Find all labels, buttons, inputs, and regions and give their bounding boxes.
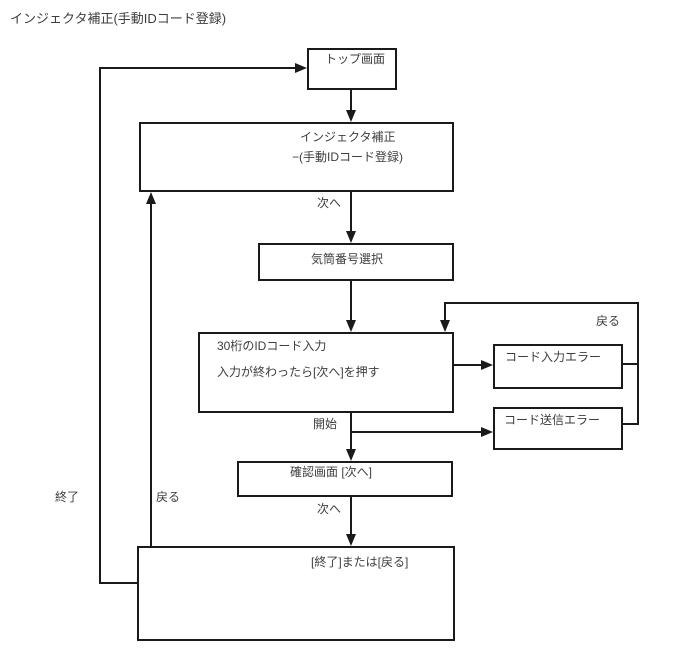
node-error-input (493, 344, 623, 389)
arrowhead-right-icon (481, 360, 493, 370)
node-injector (139, 122, 454, 192)
connector-injector-to-cylinder (346, 192, 356, 243)
arrowhead-down-icon (346, 320, 356, 332)
edge-label-exit-left: 終了 (55, 490, 80, 504)
edge-label-next-1: 次へ (317, 196, 342, 210)
node-confirm (237, 461, 453, 497)
connector-back-loop (146, 192, 156, 546)
edge-label-next-2: 次へ (317, 502, 342, 516)
connector-error-return-loop (440, 302, 639, 425)
connector-start-to-senderror (351, 427, 493, 437)
connector-cylinder-to-idinput (346, 281, 356, 332)
arrowhead-up-icon (146, 192, 156, 204)
node-id-input-line2: 入力が終わったら[次へ]を押す (217, 365, 380, 379)
node-id-input (198, 332, 454, 413)
arrowhead-down-icon (346, 534, 356, 546)
node-injector-line2: −(手動IDコード登録) (292, 150, 404, 164)
arrowhead-right-icon (295, 63, 307, 73)
node-confirm-label: 確認画面 [次へ] (290, 465, 373, 479)
node-finish-label: [終了]または[戻る] (311, 555, 409, 569)
node-top-screen (307, 48, 397, 90)
edge-label-start: 開始 (313, 417, 338, 431)
node-error-input-label: コード入力エラー (505, 350, 602, 364)
connector-confirm-to-finish (346, 497, 356, 546)
arrowhead-down-icon (440, 320, 450, 332)
node-error-send (493, 407, 623, 450)
node-finish (137, 546, 455, 641)
node-injector-line1: インジェクタ補正 (300, 130, 396, 144)
node-cylinder-label: 気筒番号選択 (311, 252, 384, 266)
node-id-input-line1: 30桁のIDコード入力 (217, 339, 327, 353)
arrowhead-right-icon (481, 427, 493, 437)
connector-exit-loop (99, 63, 307, 584)
arrowhead-down-icon (346, 110, 356, 122)
node-error-send-label: コード送信エラー (504, 413, 601, 427)
node-top-screen-label: トップ画面 (325, 52, 386, 66)
arrowhead-down-icon (346, 231, 356, 243)
connector-top-to-injector (346, 90, 356, 122)
connector-idinput-to-inputerror (454, 360, 493, 370)
connector-idinput-to-confirm (346, 413, 356, 461)
node-cylinder-select (258, 243, 454, 281)
page-title: インジェクタ補正(手動IDコード登録) (10, 11, 227, 26)
edge-label-back-top: 戻る (596, 314, 621, 328)
arrowhead-down-icon (346, 449, 356, 461)
edge-label-back-left: 戻る (156, 490, 181, 504)
